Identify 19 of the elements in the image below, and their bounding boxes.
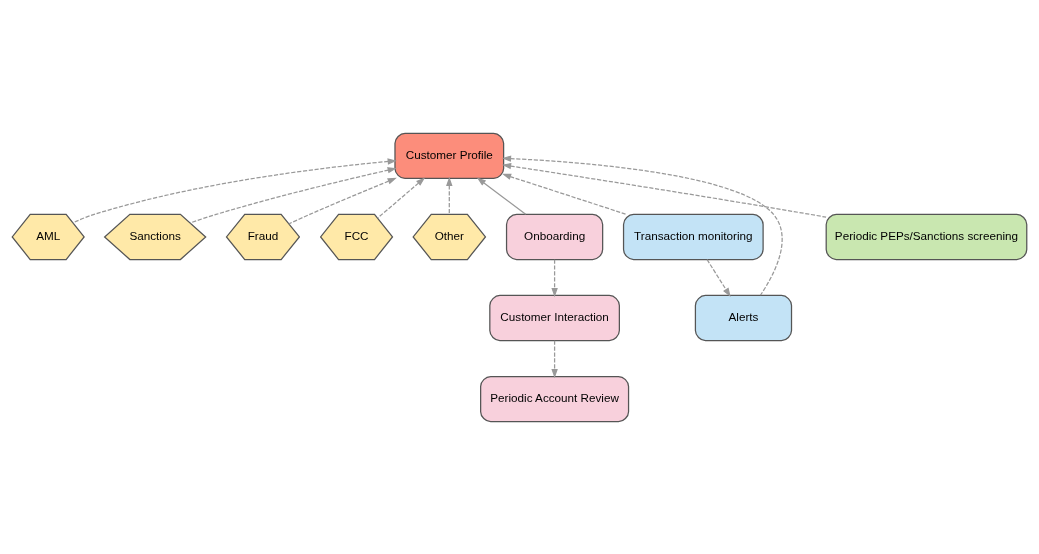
- arrow: [377, 176, 426, 219]
- node-box: Periodic PEPs/Sanctions screening: [825, 213, 1028, 260]
- arrow: [288, 177, 397, 224]
- arrow: [551, 258, 558, 297]
- node-box: Onboarding: [505, 213, 604, 260]
- arrow: [551, 339, 558, 378]
- arrow: [501, 162, 827, 218]
- arrow: [706, 258, 731, 297]
- arrow: [476, 177, 527, 215]
- arrow: [501, 173, 628, 215]
- node-box: Periodic Account Review: [480, 375, 630, 422]
- node-box: Alerts: [694, 294, 793, 341]
- arrow: [446, 176, 453, 215]
- arrow: [189, 166, 397, 224]
- node-box: Customer Interaction: [489, 294, 620, 341]
- node-box: Customer Profile: [394, 132, 505, 179]
- arrow: [501, 154, 783, 296]
- node-box: Transaction monitoring: [622, 213, 764, 260]
- arrow: [72, 157, 397, 223]
